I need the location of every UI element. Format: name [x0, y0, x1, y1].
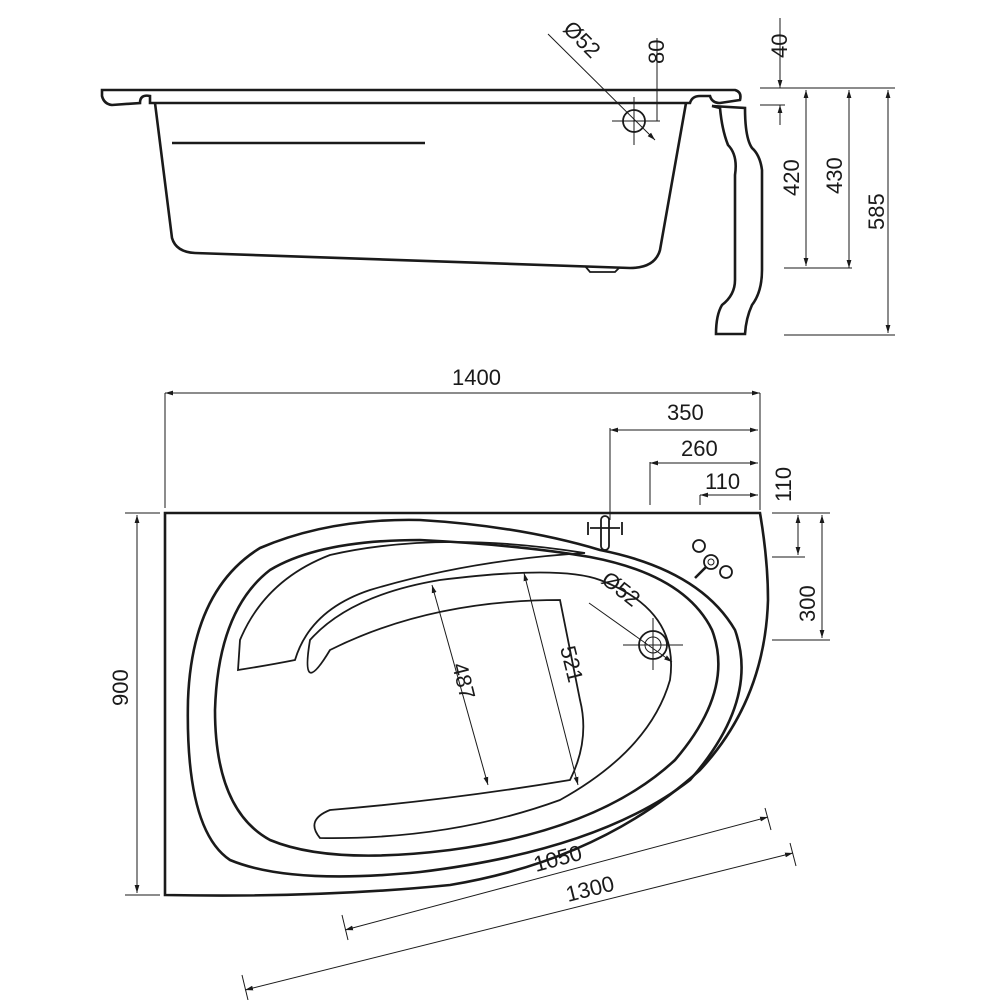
- extension-line: [341, 914, 349, 941]
- inner-length-label: 1050: [531, 840, 585, 877]
- length-label: 1400: [452, 365, 501, 390]
- valve-offset-a-label: 260: [681, 436, 718, 461]
- inner-width-a-line: [431, 584, 489, 786]
- tub-rim-inner: [186, 518, 743, 878]
- tub-drain-bump: [584, 265, 621, 273]
- overflow-height-label: 80: [644, 40, 669, 64]
- apron-front-panel: [711, 104, 764, 336]
- drain-symbol: [623, 618, 683, 670]
- front-length-line: [244, 852, 794, 991]
- extension-line: [241, 974, 249, 1000]
- tap-fixture-icon: [587, 515, 623, 551]
- overflow-diameter-label: Ø52: [558, 16, 605, 63]
- width-label: 900: [108, 669, 133, 706]
- drain-diameter-label: Ø52: [597, 566, 645, 611]
- depth-inner-label: 420: [779, 159, 804, 196]
- extension-line: [789, 842, 797, 867]
- rim-thickness-label: 40: [767, 34, 792, 58]
- inner-width-b-label: 521: [555, 643, 588, 685]
- tub-outline: [163, 511, 770, 897]
- valve-offset-b-label: 110: [705, 469, 740, 494]
- side-view: Ø52 80 40 420 430 585: [100, 16, 895, 336]
- depth-label: 430: [822, 157, 847, 194]
- top-view: Ø52 1400 350 260 110 110 300 900 487: [108, 365, 830, 1000]
- tub-basin: [213, 538, 720, 857]
- front-length-label: 1300: [563, 871, 617, 907]
- tub-rim: [100, 88, 742, 107]
- overflow-diameter-leader: [547, 33, 656, 141]
- inner-width-b-line: [523, 572, 579, 786]
- valve-offset-vertical-label: 110: [771, 467, 796, 502]
- extension-line: [764, 807, 772, 831]
- tub-backrest: [237, 541, 586, 672]
- valve-controls-icon: [692, 539, 733, 579]
- total-height-label: 585: [864, 193, 889, 230]
- drain-offset-vertical-label: 300: [795, 585, 820, 622]
- tub-body-profile: [153, 102, 688, 270]
- inner-width-a-label: 487: [447, 660, 480, 702]
- tub-seat-floor: [306, 571, 672, 839]
- drain-diameter-leader: [588, 602, 673, 663]
- tap-offset-label: 350: [667, 400, 704, 425]
